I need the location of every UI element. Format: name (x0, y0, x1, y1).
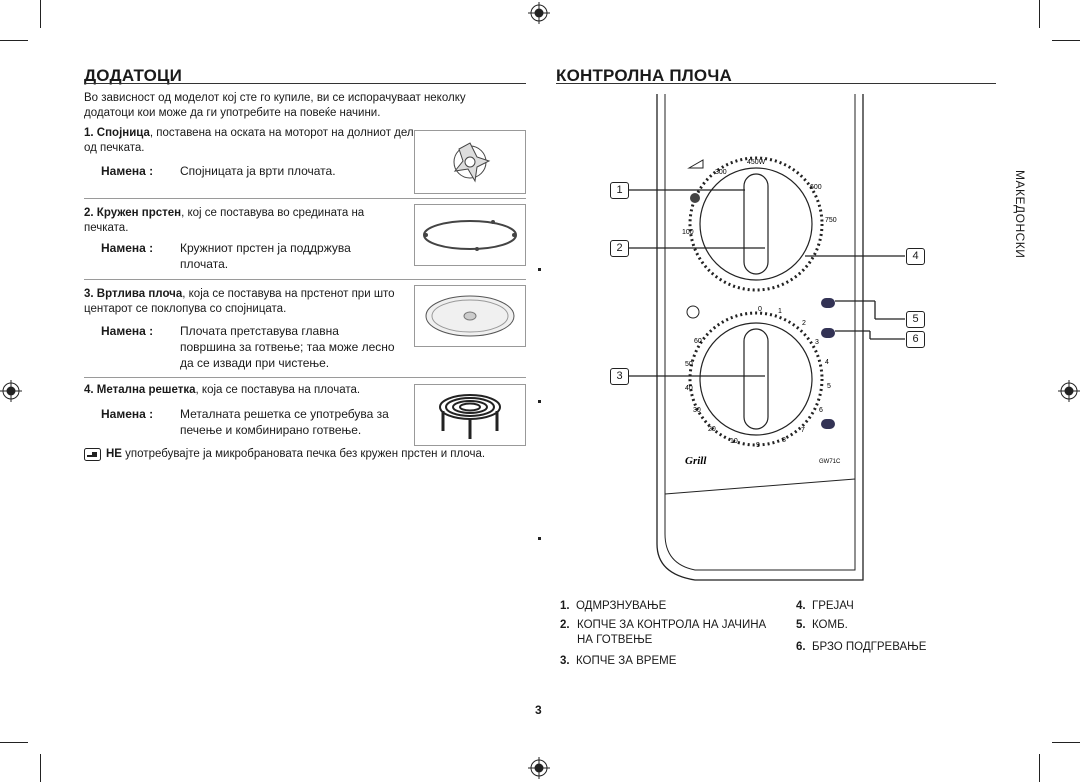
timer-mark-label: 60 (694, 338, 702, 345)
timer-mark-label: 9 (756, 442, 760, 449)
callout-4: 4 (906, 248, 925, 265)
language-side-label: МАКЕДОНСКИ (1013, 170, 1027, 259)
accessory-item-3: 3. Вртлива плоча, која се поставува на п… (84, 288, 395, 315)
separator (84, 377, 526, 378)
timer-mark-label: 0 (758, 306, 762, 313)
purpose-label: Намена : (101, 324, 154, 338)
timer-mark-label: 7 (801, 427, 805, 434)
title-rule (556, 83, 996, 84)
turntable-image (414, 285, 526, 347)
gutter-mark (538, 400, 541, 403)
page-number: 3 (535, 703, 542, 717)
timer-dial (688, 311, 824, 447)
purpose-label: Намена : (101, 164, 154, 178)
accessory-item-1: 1. Спојница, поставена на оската на мото… (84, 127, 414, 154)
callout-1: 1 (610, 182, 629, 199)
legend-item-4: 4. ГРЕЈАЧ (796, 600, 854, 612)
registration-mark-right (1058, 380, 1080, 402)
coupler-image (414, 130, 526, 194)
power-mark-label: 750 (825, 217, 837, 224)
power-mark-label: 100 (682, 229, 694, 236)
power-dial (688, 156, 824, 292)
legend-item-5: 5. КОМБ. (796, 619, 848, 631)
accessory-item-2: 2. Кружен прстен, кој се поставува во ср… (84, 207, 365, 234)
legend-item-1: 1. ОДМРЗНУВАЊЕ (560, 600, 667, 612)
crop-mark (0, 742, 28, 743)
crop-mark (0, 40, 28, 41)
callout-leaders (627, 189, 905, 377)
purpose-label: Намена : (101, 241, 154, 255)
timer-mark-label: 50 (685, 361, 693, 368)
timer-mark-label: 3 (815, 339, 819, 346)
timer-mark-label: 20 (708, 426, 716, 433)
purpose-text: Спојницата ја врти плочата. (180, 164, 336, 178)
legend-item-2: 2.КОПЧЕ ЗА КОНТРОЛА НА ЈАЧИНА НА ГОТВЕЊЕ (560, 619, 767, 646)
purpose-text: Кружниот прстен ја поддржува плочата. (180, 241, 351, 271)
crop-mark (1039, 0, 1040, 28)
registration-mark-top (528, 2, 550, 24)
crop-mark (40, 754, 41, 782)
callout-2: 2 (610, 240, 629, 257)
section-title-accessories: ДОДАТОЦИ (84, 66, 183, 85)
timer-mark-label: 30 (693, 407, 701, 414)
power-mark-label: 450W (747, 159, 766, 166)
purpose-text: Плочата претставува главна површина за г… (180, 324, 395, 370)
roller-ring-image (414, 204, 526, 266)
section-title-control-panel: КОНТРОЛНА ПЛОЧА (556, 66, 732, 85)
crop-mark (1052, 742, 1080, 743)
callout-6: 6 (906, 331, 925, 348)
registration-mark-bottom (528, 757, 550, 779)
timer-mark-label: 2 (802, 320, 806, 327)
control-panel-diagram: 450W 300 600 750 100 0 1 2 3 4 5 6 7 8 9… (656, 94, 864, 581)
power-mark-label: 600 (810, 184, 822, 191)
crop-mark (1039, 754, 1040, 782)
intro-text: Во зависност од моделот кој сте го купил… (84, 92, 466, 119)
crop-mark (40, 0, 41, 28)
note-hand-icon (84, 448, 101, 461)
timer-mark-label: 5 (827, 383, 831, 390)
gutter-mark (538, 268, 541, 271)
purpose-text: Металната решетка се употребува за печењ… (180, 407, 389, 437)
legend-item-3: 3. КОПЧЕ ЗА ВРЕМЕ (560, 655, 677, 667)
note-text: НЕ употребувајте ја микробрановата печка… (106, 448, 486, 460)
model-label: GW71C (819, 459, 841, 465)
timer-mark-label: 1 (778, 308, 782, 315)
purpose-label: Намена : (101, 407, 154, 421)
power-mark-label: 300 (715, 169, 727, 176)
brand-logo: Grill (685, 455, 707, 467)
crop-mark (1052, 40, 1080, 41)
callout-5: 5 (906, 311, 925, 328)
separator (84, 279, 526, 280)
registration-mark-left (0, 380, 22, 402)
separator (84, 198, 526, 199)
accessory-item-4: 4. Метална решетка, која се поставува на… (84, 384, 361, 396)
title-rule (84, 83, 526, 84)
timer-mark-label: 8 (782, 437, 786, 444)
timer-mark-label: 4 (825, 359, 829, 366)
callout-3: 3 (610, 368, 629, 385)
legend-item-6: 6. БРЗО ПОДГРЕВАЊЕ (796, 641, 927, 653)
timer-mark-label: 6 (819, 407, 823, 414)
metal-rack-image (414, 384, 526, 446)
timer-mark-label: 10 (730, 438, 738, 445)
timer-mark-label: 40 (685, 385, 693, 392)
gutter-mark (538, 537, 541, 540)
